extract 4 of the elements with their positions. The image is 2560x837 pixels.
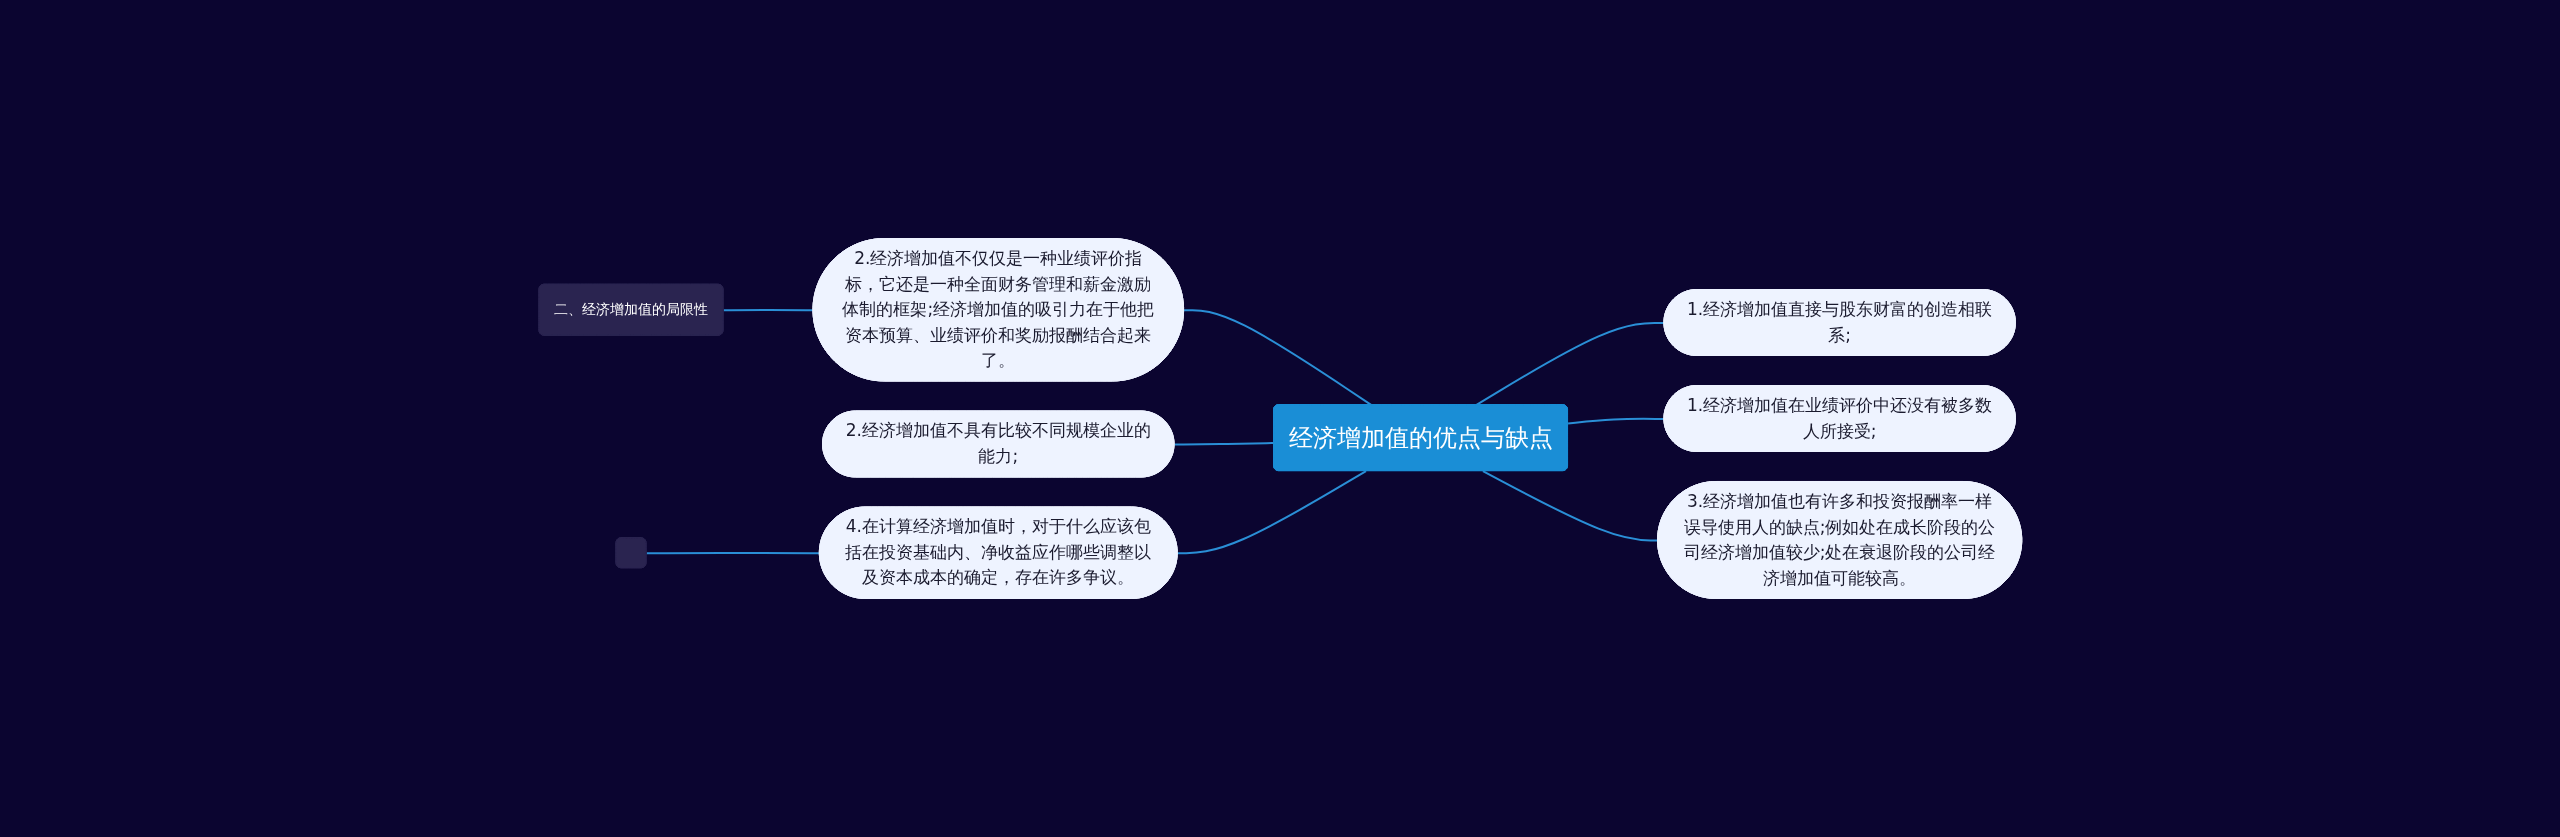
connector [1173, 442, 1275, 446]
connector [1176, 470, 1367, 555]
connector [1481, 470, 1659, 542]
connector [645, 551, 821, 555]
